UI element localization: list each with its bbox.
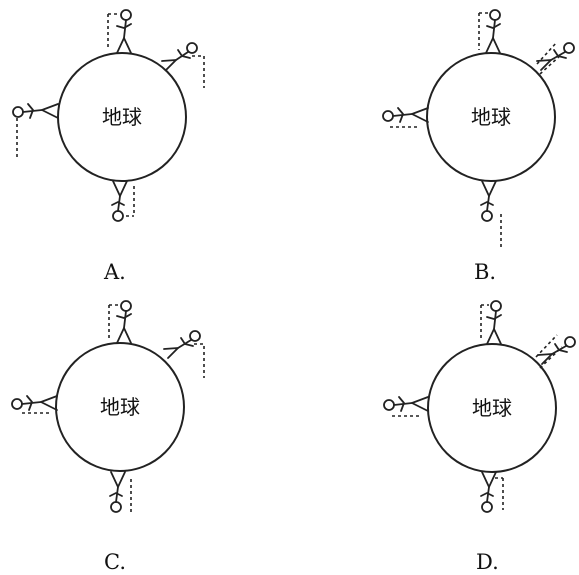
option-a-panel: 地球 — [12, 9, 205, 284]
person-top-d — [486, 300, 502, 345]
option-label-a: A. — [103, 260, 126, 284]
person-left-d — [383, 396, 429, 412]
person-right-c — [163, 330, 201, 359]
person-bottom-a — [111, 180, 128, 222]
earth-label-c: 地球 — [100, 395, 140, 419]
person-bottom-d — [480, 471, 497, 513]
option-label-c: C. — [104, 550, 126, 574]
person-top-a — [116, 9, 132, 54]
person-left-c — [11, 395, 58, 411]
earth-circle-b — [426, 52, 556, 182]
option-d-panel: 地球 — [383, 300, 576, 574]
option-c-panel: 地球 — [11, 300, 205, 574]
earth-circle-d — [427, 343, 557, 473]
plumb-line-right-a — [192, 55, 205, 88]
person-left-b — [382, 107, 429, 123]
option-label-b: B. — [474, 260, 496, 284]
person-top-c — [116, 300, 132, 344]
earth-label-d: 地球 — [472, 396, 512, 420]
earth-label-a: 地球 — [102, 105, 142, 129]
person-left-a — [12, 103, 59, 119]
person-right-a — [161, 42, 198, 71]
person-right-d — [537, 336, 576, 365]
person-right-b — [536, 42, 575, 71]
person-top-b — [485, 9, 501, 54]
person-bottom-c — [109, 471, 126, 513]
plumb-line-right-d — [535, 334, 558, 358]
option-label-d: D. — [476, 550, 499, 574]
plumb-line-right-c — [194, 343, 205, 378]
option-b-panel: 地球 — [382, 9, 575, 284]
plumb-line-right-b — [536, 41, 558, 65]
person-bottom-b — [480, 180, 497, 222]
earth-circle-c — [55, 342, 185, 472]
earth-label-b: 地球 — [471, 105, 511, 129]
